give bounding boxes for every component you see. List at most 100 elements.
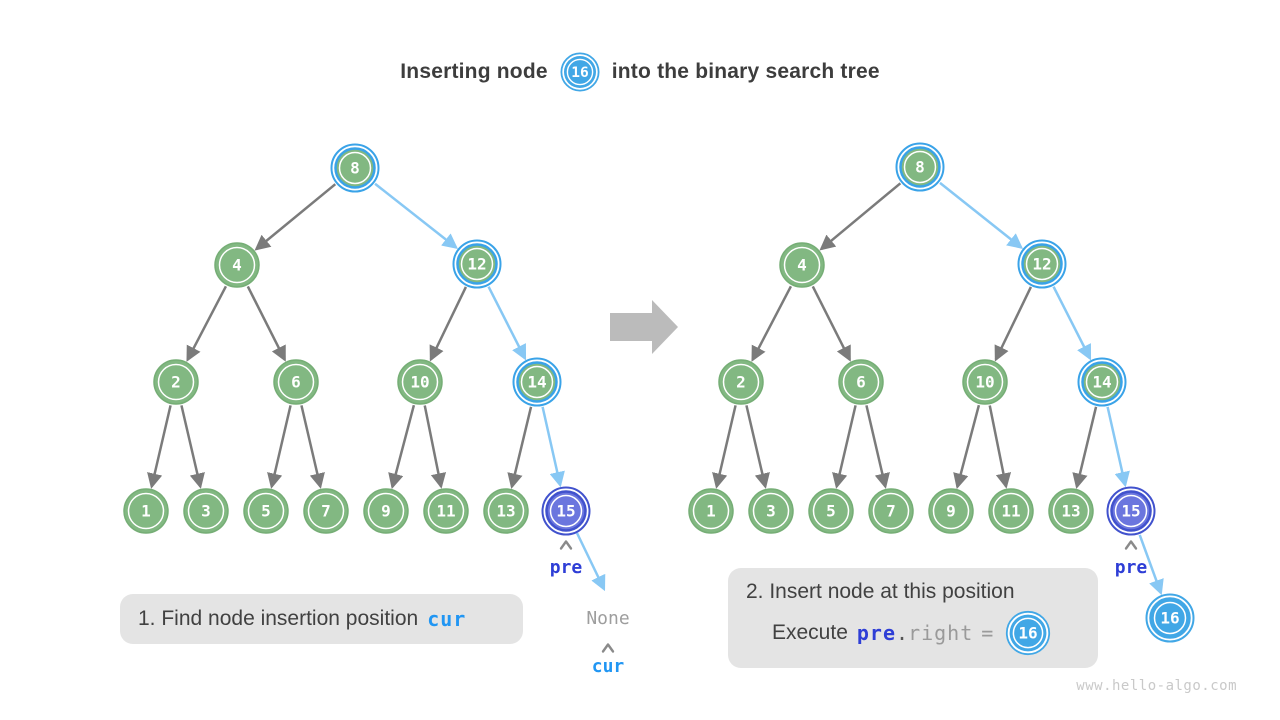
node-value: 5	[261, 502, 271, 521]
node-value: 11	[1001, 502, 1020, 521]
node-disc	[868, 488, 914, 534]
node-inner-ring	[427, 492, 465, 530]
node-halo-ring	[1145, 593, 1195, 643]
tree-node-3-left-tree: 3	[183, 488, 229, 534]
node-disc	[363, 488, 409, 534]
node-halo-ring	[541, 486, 591, 536]
node-inner-ring	[127, 492, 165, 530]
node-halo-ring	[330, 143, 380, 193]
node-disc	[748, 488, 794, 534]
title-node-disc	[563, 56, 596, 88]
caption-2-node-16: 16	[1006, 610, 1051, 656]
caption-2-equals: =	[981, 621, 994, 645]
node-value: 7	[886, 502, 896, 521]
tree-node-11-right-tree: 11	[988, 488, 1034, 534]
node-inner-ring	[1025, 247, 1059, 281]
node-halo-ring	[452, 239, 502, 289]
tree-node-13-right-tree: 13	[1048, 488, 1094, 534]
node-disc	[545, 490, 587, 532]
node-disc	[1110, 490, 1152, 532]
node-value: 8	[915, 158, 925, 177]
node-value: 5	[826, 502, 836, 521]
edge-14-13-right-tree	[1072, 406, 1098, 489]
node-disc	[1021, 243, 1063, 285]
pre-pointer-caret-right-tree	[1124, 540, 1138, 550]
edge-2-1-right-tree	[712, 405, 737, 489]
edge-2-1-left-tree	[147, 405, 172, 489]
edge-2-3-left-tree	[180, 405, 205, 489]
edge-8-4-left-tree	[254, 183, 337, 251]
node-value: 2	[736, 373, 746, 392]
node-disc	[688, 488, 734, 534]
node-disc	[516, 361, 558, 403]
title-prefix: Inserting node	[400, 60, 548, 83]
caption-2-dot: .	[896, 621, 909, 645]
node-inner-ring	[460, 247, 494, 281]
node-halo-ring	[1017, 239, 1067, 289]
node-value: 15	[1121, 502, 1140, 521]
tree-node-9-left-tree: 9	[363, 488, 409, 534]
node-inner-ring	[783, 246, 821, 284]
node-disc	[779, 242, 825, 288]
node-disc	[1149, 597, 1191, 639]
edge-4-2-right-tree	[751, 285, 793, 362]
node-inner-ring	[1114, 494, 1148, 528]
tree-node-11-left-tree: 11	[423, 488, 469, 534]
caption-node-inner-ring	[1012, 617, 1044, 649]
node-disc	[988, 488, 1034, 534]
node-value: 16	[1160, 609, 1179, 628]
edge-4-2-left-tree	[186, 285, 228, 362]
edge-6-7-right-tree	[865, 405, 890, 489]
node-inner-ring	[157, 363, 195, 401]
tree-node-14-left-tree: 14	[512, 357, 562, 407]
tree-node-8-right-tree: 8	[895, 142, 945, 192]
edge-6-5-right-tree	[832, 405, 857, 489]
transition-arrow	[610, 300, 678, 354]
node-value: 3	[201, 502, 211, 521]
node-inner-ring	[966, 363, 1004, 401]
node-disc	[1048, 488, 1094, 534]
title-suffix: into the binary search tree	[611, 60, 880, 83]
node-inner-ring	[549, 494, 583, 528]
node-inner-ring	[992, 492, 1030, 530]
edge-4-6-right-tree	[811, 285, 851, 362]
edge-12-10-left-tree	[429, 286, 468, 362]
caption-2-right-code: right	[908, 621, 974, 645]
tree-node-16-right-tree: 16	[1145, 593, 1195, 643]
tree-node-15-left-tree: 15	[541, 486, 591, 536]
node-disc	[899, 146, 941, 188]
node-inner-ring	[247, 492, 285, 530]
edge-10-11-left-tree	[423, 405, 447, 489]
node-value: 10	[410, 373, 429, 392]
tree-node-1-left-tree: 1	[123, 488, 169, 534]
edge-6-7-left-tree	[300, 405, 325, 489]
page-title: Inserting node 16 into the binary search…	[0, 48, 1280, 96]
node-disc	[1081, 361, 1123, 403]
node-inner-ring	[487, 492, 525, 530]
tree-node-14-right-tree: 14	[1077, 357, 1127, 407]
watermark: www.hello-algo.com	[1076, 678, 1237, 694]
edge-10-9-left-tree	[388, 404, 416, 490]
caption-step-1: 1. Find node insertion position cur	[120, 594, 523, 644]
node-inner-ring	[1085, 365, 1119, 399]
edge-14-15-left-tree	[541, 406, 565, 488]
pre-label-right-tree: pre	[1115, 557, 1148, 578]
node-inner-ring	[401, 363, 439, 401]
node-inner-ring	[1153, 601, 1187, 635]
caption-1-text: 1. Find node insertion position	[138, 607, 419, 630]
node-inner-ring	[187, 492, 225, 530]
node-inner-ring	[752, 492, 790, 530]
tree-node-13-left-tree: 13	[483, 488, 529, 534]
node-value: 6	[291, 373, 301, 392]
edge-8-4-right-tree	[819, 182, 902, 251]
tree-node-8-left-tree: 8	[330, 143, 380, 193]
node-halo-ring	[1106, 486, 1156, 536]
node-halo-ring	[512, 357, 562, 407]
node-inner-ring	[932, 492, 970, 530]
node-disc	[303, 488, 349, 534]
node-halo-ring	[1077, 357, 1127, 407]
caption-2-line2: Execute pre . right = 16	[728, 610, 1098, 656]
node-value: 14	[1092, 373, 1111, 392]
